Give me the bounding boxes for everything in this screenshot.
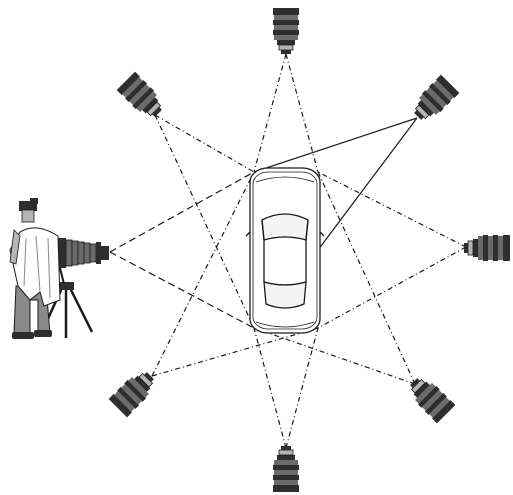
sight-line: [317, 171, 416, 385]
lens-ring: [478, 236, 483, 260]
sight-line: [109, 251, 255, 329]
lens-ring: [114, 391, 135, 412]
photographer-icon: [9, 198, 61, 339]
lens-ring: [142, 97, 159, 114]
lens-ring: [134, 375, 151, 392]
camera-lens-icon: [273, 8, 299, 54]
sight-line: [285, 53, 319, 173]
lens-ring: [414, 104, 430, 120]
lens-ring: [410, 378, 420, 388]
lens-ring: [138, 372, 154, 388]
cameras: [108, 8, 510, 492]
lens-ring: [136, 91, 157, 112]
camera-lens-icon: [410, 378, 456, 424]
lens-ring: [281, 446, 291, 450]
lens-ring: [467, 240, 474, 256]
lens-ring: [277, 40, 295, 45]
lens-ring: [274, 15, 298, 20]
camera-lens-icon: [108, 372, 154, 418]
camera-lens-icon: [116, 71, 162, 117]
lens-ring: [274, 480, 298, 485]
lens-ring: [273, 485, 299, 492]
sight-line: [317, 117, 418, 251]
lens-ring: [273, 8, 299, 15]
lens-ring: [125, 80, 148, 103]
lens-ring: [273, 475, 299, 480]
lens-ring: [274, 35, 298, 40]
lens-ring: [152, 107, 162, 117]
lens-ring: [278, 44, 294, 51]
lens-ring: [273, 465, 299, 470]
sight-lines: [109, 53, 467, 449]
lens-ring: [410, 378, 426, 394]
lens-ring: [121, 384, 142, 405]
lens-ring: [424, 392, 447, 415]
lens-ring: [422, 390, 443, 411]
lens-ring: [488, 236, 493, 260]
sight-line: [151, 171, 255, 377]
lens-ring: [493, 235, 498, 261]
lens-ring: [421, 90, 444, 113]
lens-ring: [473, 239, 478, 257]
sight-line: [154, 114, 255, 173]
lens-ring: [117, 386, 140, 409]
lens-ring: [108, 394, 132, 418]
lens-ring: [144, 372, 154, 382]
lens-ring: [426, 87, 447, 108]
lens-ring: [436, 74, 460, 98]
car-top-view-icon: [245, 167, 325, 334]
sight-line: [317, 171, 467, 248]
sight-line: [253, 117, 418, 173]
camera-lens-icon: [464, 235, 510, 261]
lens-ring: [122, 77, 143, 98]
sight-line: [151, 327, 319, 377]
sight-line: [253, 327, 416, 385]
sight-line: [317, 246, 467, 329]
lens-ring: [415, 383, 436, 404]
lens-ring: [417, 100, 434, 117]
lens-ring: [129, 84, 150, 105]
lens-ring: [419, 94, 440, 115]
lens-ring: [273, 30, 299, 35]
lens-ring: [503, 235, 510, 261]
sight-line: [253, 327, 287, 449]
lens-ring: [278, 449, 294, 456]
camera-lens-icon: [414, 74, 460, 120]
lens-ring: [274, 470, 298, 475]
sight-line: [109, 171, 255, 253]
lens-ring: [277, 455, 295, 460]
lens-ring: [432, 400, 456, 424]
lens-ring: [413, 381, 430, 398]
lens-ring: [116, 71, 140, 95]
lens-ring: [483, 235, 488, 261]
lens-ring: [429, 397, 450, 418]
sight-line: [253, 53, 287, 173]
lens-ring: [124, 379, 147, 402]
lens-ring: [498, 236, 503, 260]
lens-ring: [428, 83, 451, 106]
lens-ring: [273, 20, 299, 25]
camera-lens-icon: [273, 446, 299, 492]
lens-ring: [464, 243, 468, 253]
lens-ring: [414, 110, 424, 120]
lens-ring: [274, 25, 298, 30]
lens-ring: [128, 377, 149, 398]
lens-ring: [417, 385, 440, 408]
lens-ring: [274, 460, 298, 465]
sight-line: [154, 114, 255, 329]
sight-line: [285, 327, 319, 449]
lens-ring: [433, 80, 454, 101]
lens-ring: [132, 87, 155, 110]
lens-ring: [281, 50, 291, 54]
